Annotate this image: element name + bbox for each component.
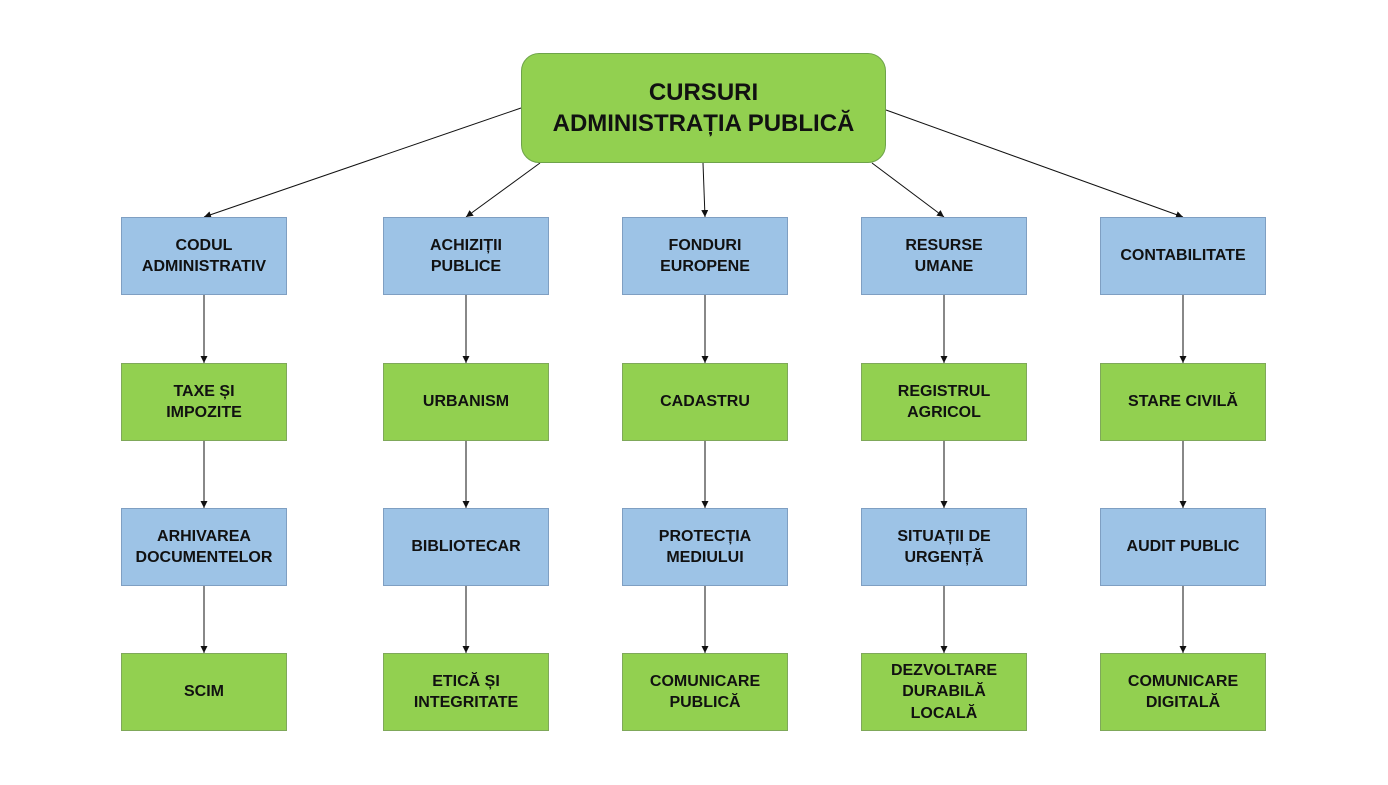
- edge-root-to-codul-administrativ: [203, 107, 522, 219]
- node-fonduri-europene-level-1: FONDURI EUROPENE: [622, 217, 788, 295]
- node-codul-administrativ-level-3: ARHIVAREA DOCUMENTELOR: [121, 508, 287, 586]
- node-achizitii-publice-level-2: URBANISM: [383, 363, 549, 441]
- node-codul-administrativ-level-1: CODUL ADMINISTRATIV: [121, 217, 287, 295]
- root-node-cursuri-administratia-publica: CURSURI ADMINISTRAȚIA PUBLICĂ: [521, 53, 886, 163]
- node-achizitii-publice-level-3: BIBLIOTECAR: [383, 508, 549, 586]
- edge-root-to-fonduri-europene: [701, 162, 709, 218]
- node-fonduri-europene-level-2: CADASTRU: [622, 363, 788, 441]
- node-resurse-umane-level-3: SITUAȚII DE URGENȚĂ: [861, 508, 1027, 586]
- node-achizitii-publice-level-4: ETICĂ ȘI INTEGRITATE: [383, 653, 549, 731]
- edge-root-to-resurse-umane: [871, 162, 945, 218]
- edge-root-to-achizitii-publice: [465, 162, 541, 218]
- edge-root-to-contabilitate: [885, 109, 1184, 218]
- node-contabilitate-level-3: AUDIT PUBLIC: [1100, 508, 1266, 586]
- node-contabilitate-level-2: STARE CIVILĂ: [1100, 363, 1266, 441]
- node-resurse-umane-level-1: RESURSE UMANE: [861, 217, 1027, 295]
- node-codul-administrativ-level-4: SCIM: [121, 653, 287, 731]
- node-resurse-umane-level-4: DEZVOLTARE DURABILĂ LOCALĂ: [861, 653, 1027, 731]
- node-contabilitate-level-4: COMUNICARE DIGITALĂ: [1100, 653, 1266, 731]
- node-fonduri-europene-level-3: PROTECȚIA MEDIULUI: [622, 508, 788, 586]
- node-codul-administrativ-level-2: TAXE ȘI IMPOZITE: [121, 363, 287, 441]
- node-contabilitate-level-1: CONTABILITATE: [1100, 217, 1266, 295]
- node-achizitii-publice-level-1: ACHIZIȚII PUBLICE: [383, 217, 549, 295]
- node-resurse-umane-level-2: REGISTRUL AGRICOL: [861, 363, 1027, 441]
- node-fonduri-europene-level-4: COMUNICARE PUBLICĂ: [622, 653, 788, 731]
